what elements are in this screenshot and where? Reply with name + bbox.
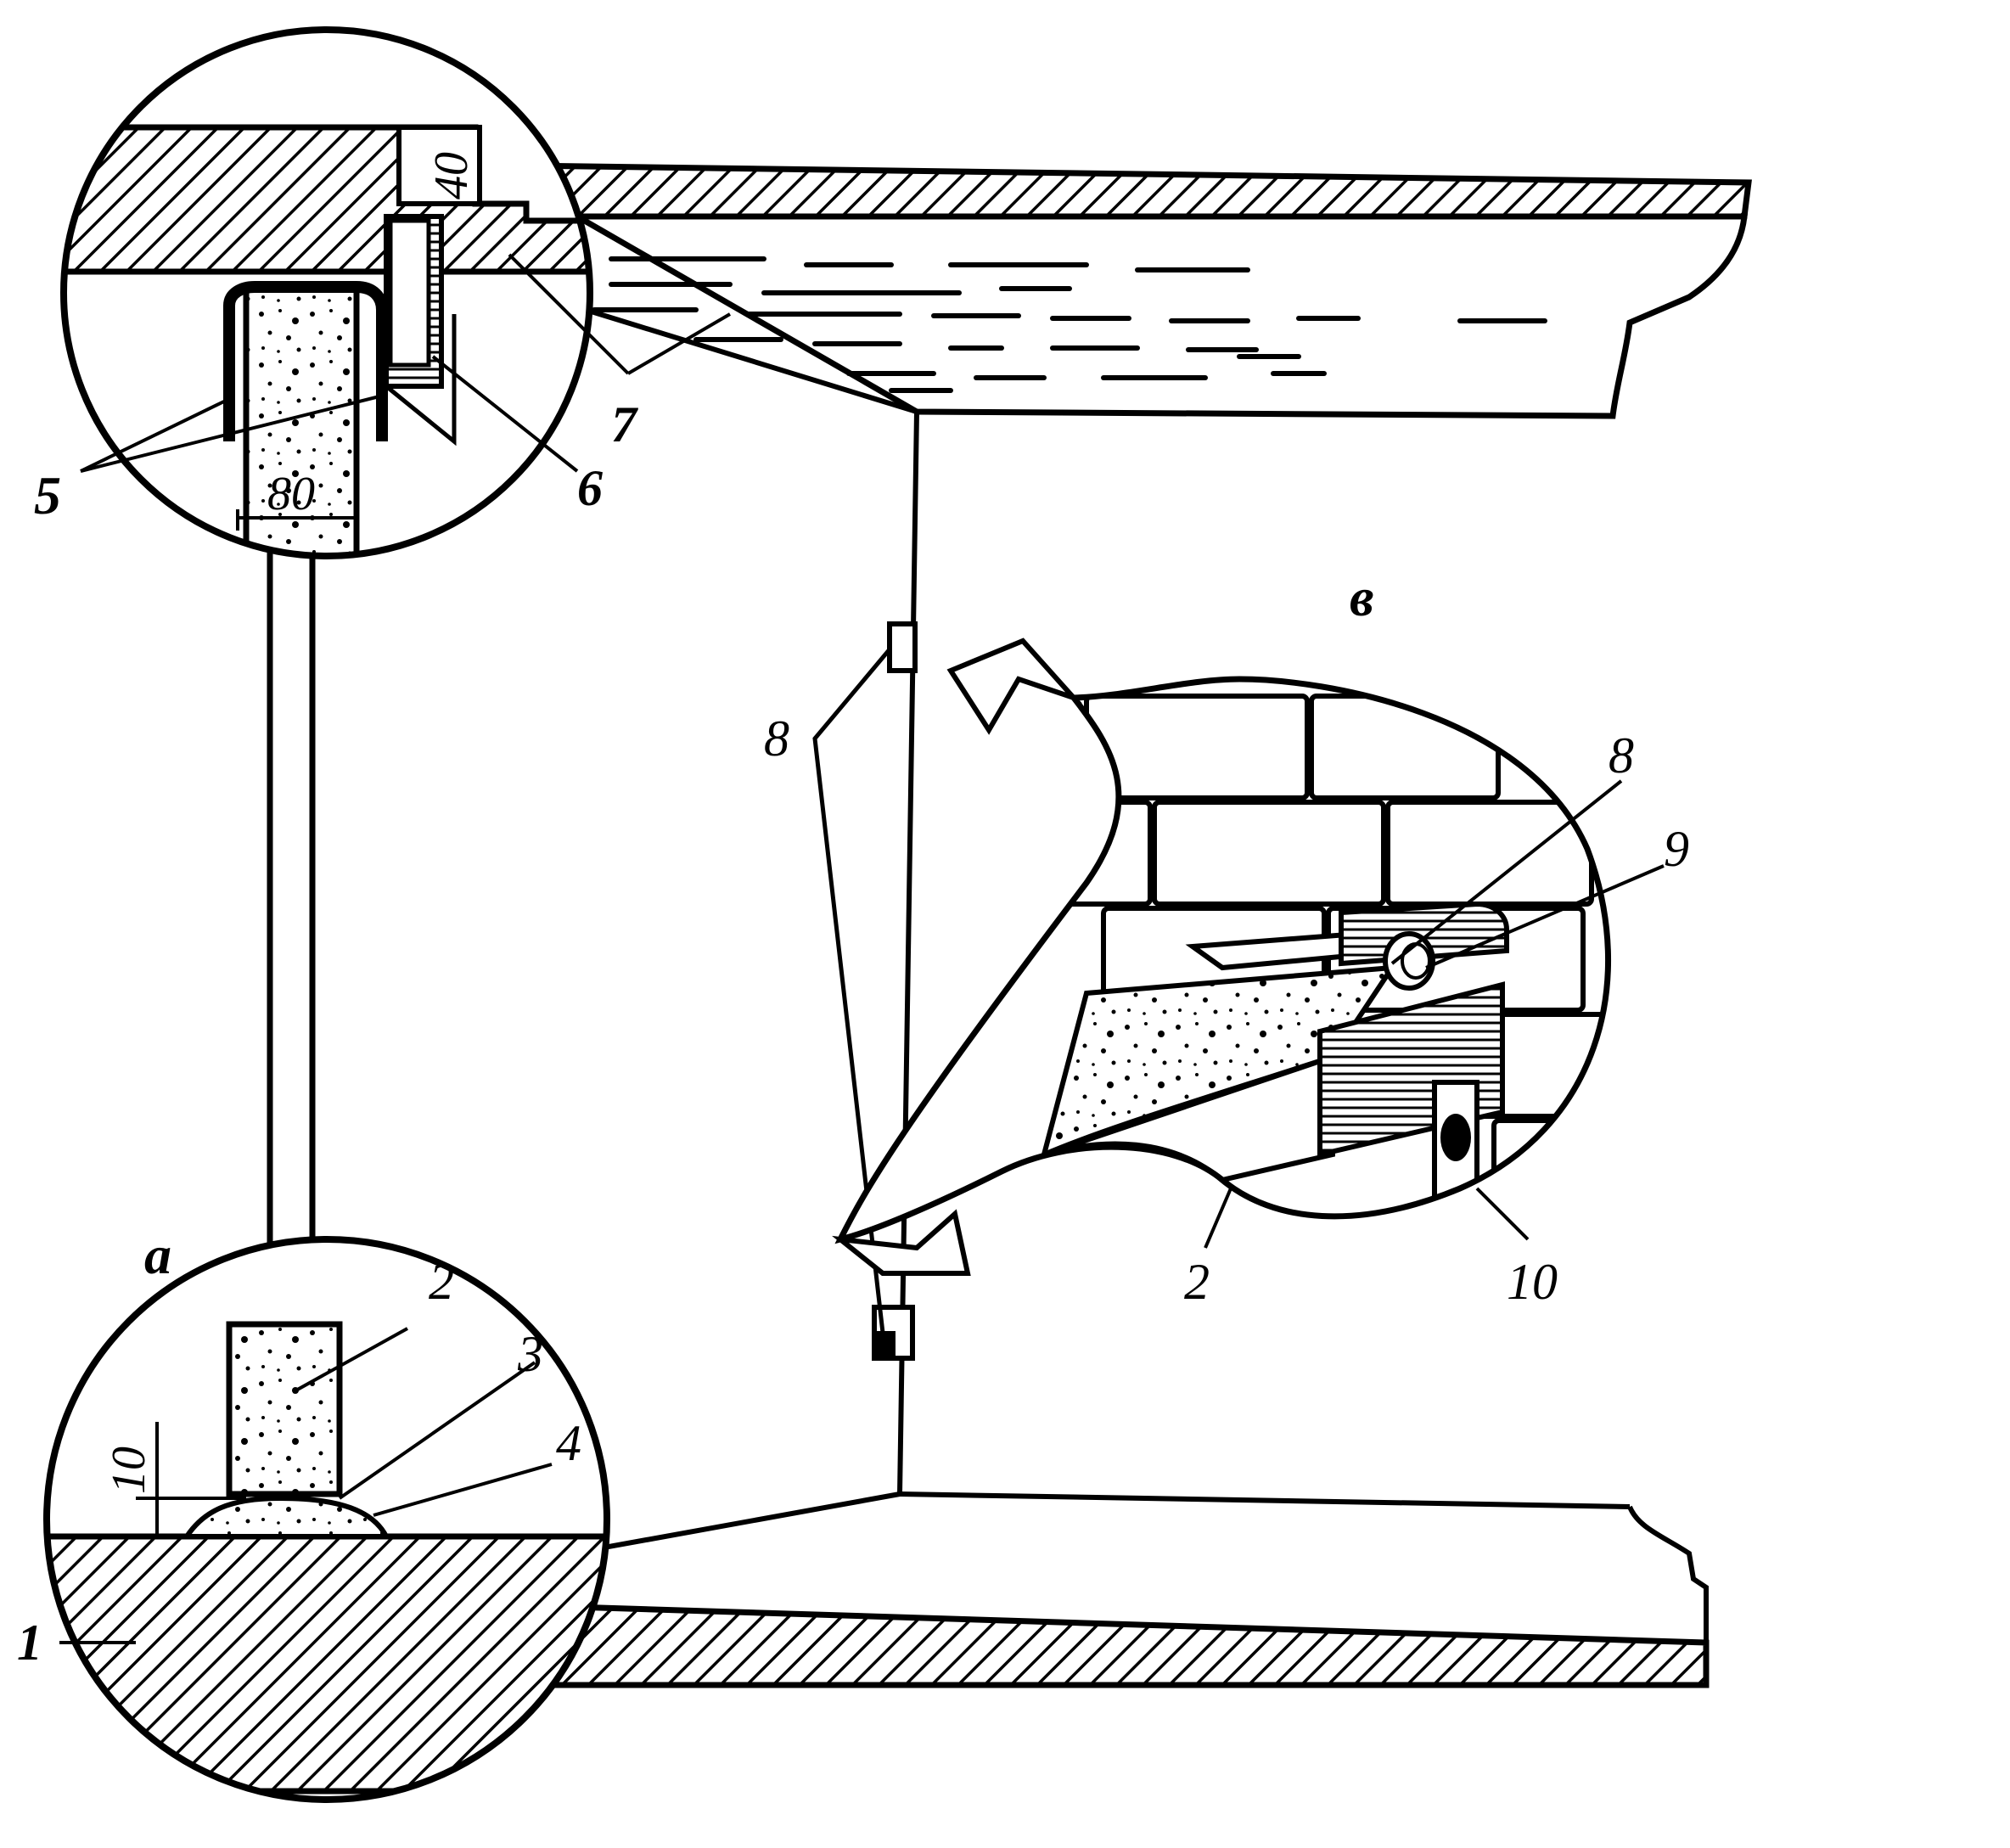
- label-10: 10: [1507, 1254, 1558, 1310]
- label-8-wall: 8: [764, 711, 789, 767]
- label-2-lower: 2: [429, 1254, 454, 1310]
- labels: а в 1 2 2 3 4 5 6 7 8 8 9 10 40 80 10: [17, 152, 1689, 1671]
- view-label-v: в: [1350, 567, 1374, 627]
- label-8-detail: 8: [1609, 727, 1634, 784]
- pipe-9: [1383, 931, 1435, 991]
- floor-slab: [489, 1601, 1710, 1688]
- bottom-detail-circle: [43, 1236, 610, 1803]
- label-3: 3: [517, 1326, 543, 1382]
- label-6: 6: [577, 460, 603, 516]
- ceiling-slab: [519, 162, 1752, 419]
- dim-80: 80: [267, 468, 315, 520]
- label-1: 1: [17, 1615, 42, 1671]
- dim-10: 10: [103, 1446, 155, 1494]
- view-label-a: а: [144, 1225, 171, 1285]
- label-4: 4: [556, 1415, 581, 1471]
- label-9: 9: [1664, 821, 1689, 877]
- label-7: 7: [611, 396, 638, 452]
- wall-anchor-bracket-upper: [887, 621, 918, 673]
- leader-8-wall: [812, 648, 891, 1334]
- top-detail-circle: [60, 26, 732, 559]
- partition-column: [267, 540, 316, 1336]
- label-5: 5: [34, 465, 61, 525]
- dim-40: 40: [425, 152, 478, 199]
- detail-v-inset: [832, 638, 1665, 1276]
- ceiling-underside-marks: [592, 256, 1547, 393]
- detail-arrows: [832, 638, 1082, 1276]
- label-2-detail: 2: [1184, 1254, 1210, 1310]
